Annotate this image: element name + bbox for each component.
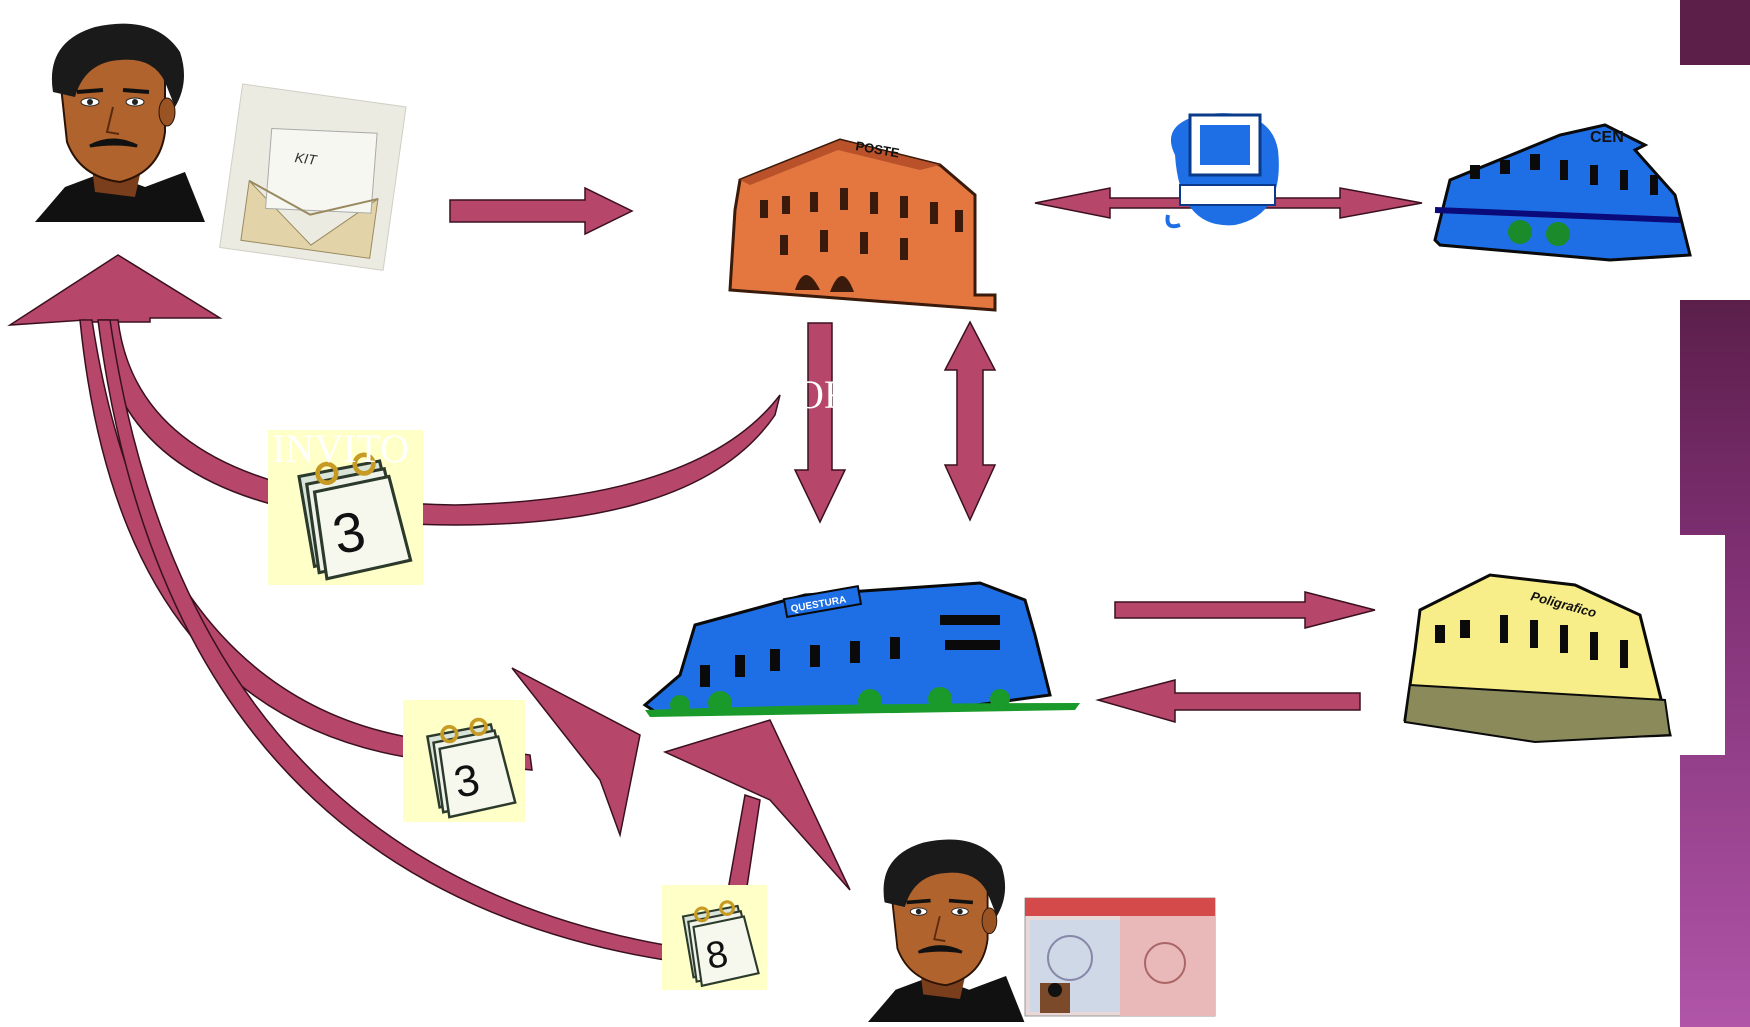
calendar-icon-3: 8	[660, 883, 769, 992]
cen-building-icon: CEN	[1433, 123, 1692, 262]
arrow-poligrafico-to-questura	[1095, 679, 1361, 723]
partial-label: OR	[795, 372, 851, 417]
arrow-poste-to-questura	[793, 322, 847, 524]
man-bottom-icon	[866, 837, 1027, 1024]
arrow-questura-poste	[943, 320, 997, 522]
return-arrow-head	[7, 254, 223, 326]
poligrafico-building-icon: Poligrafico	[1403, 573, 1672, 744]
calendar-icon-1: 3	[268, 430, 423, 585]
man-top-icon	[33, 21, 207, 224]
arrow-kit-to-poste	[449, 186, 634, 236]
computer-icon	[1165, 113, 1279, 229]
arrow-head-to-questura-2	[662, 719, 851, 891]
envelope-icon: KIT	[219, 83, 407, 271]
arrow-questura-to-poligrafico	[1114, 591, 1376, 629]
questura-building-icon: QUESTURA	[642, 581, 1080, 717]
residence-permit-card-icon	[1024, 897, 1216, 1017]
curve-arrow-from-poste	[99, 319, 781, 526]
poste-building-icon: POSTE	[728, 138, 997, 312]
kit-label: KIT	[294, 149, 319, 168]
cen-label: CEN	[1590, 129, 1624, 146]
curve-arrow-long	[97, 319, 761, 961]
arrow-head-to-questura-1	[511, 667, 641, 838]
calendar-icon-2: 3	[401, 698, 527, 824]
side-panel-top	[1680, 0, 1750, 65]
invito-label: INVITO	[272, 426, 409, 471]
side-panel-notch	[1680, 535, 1725, 755]
